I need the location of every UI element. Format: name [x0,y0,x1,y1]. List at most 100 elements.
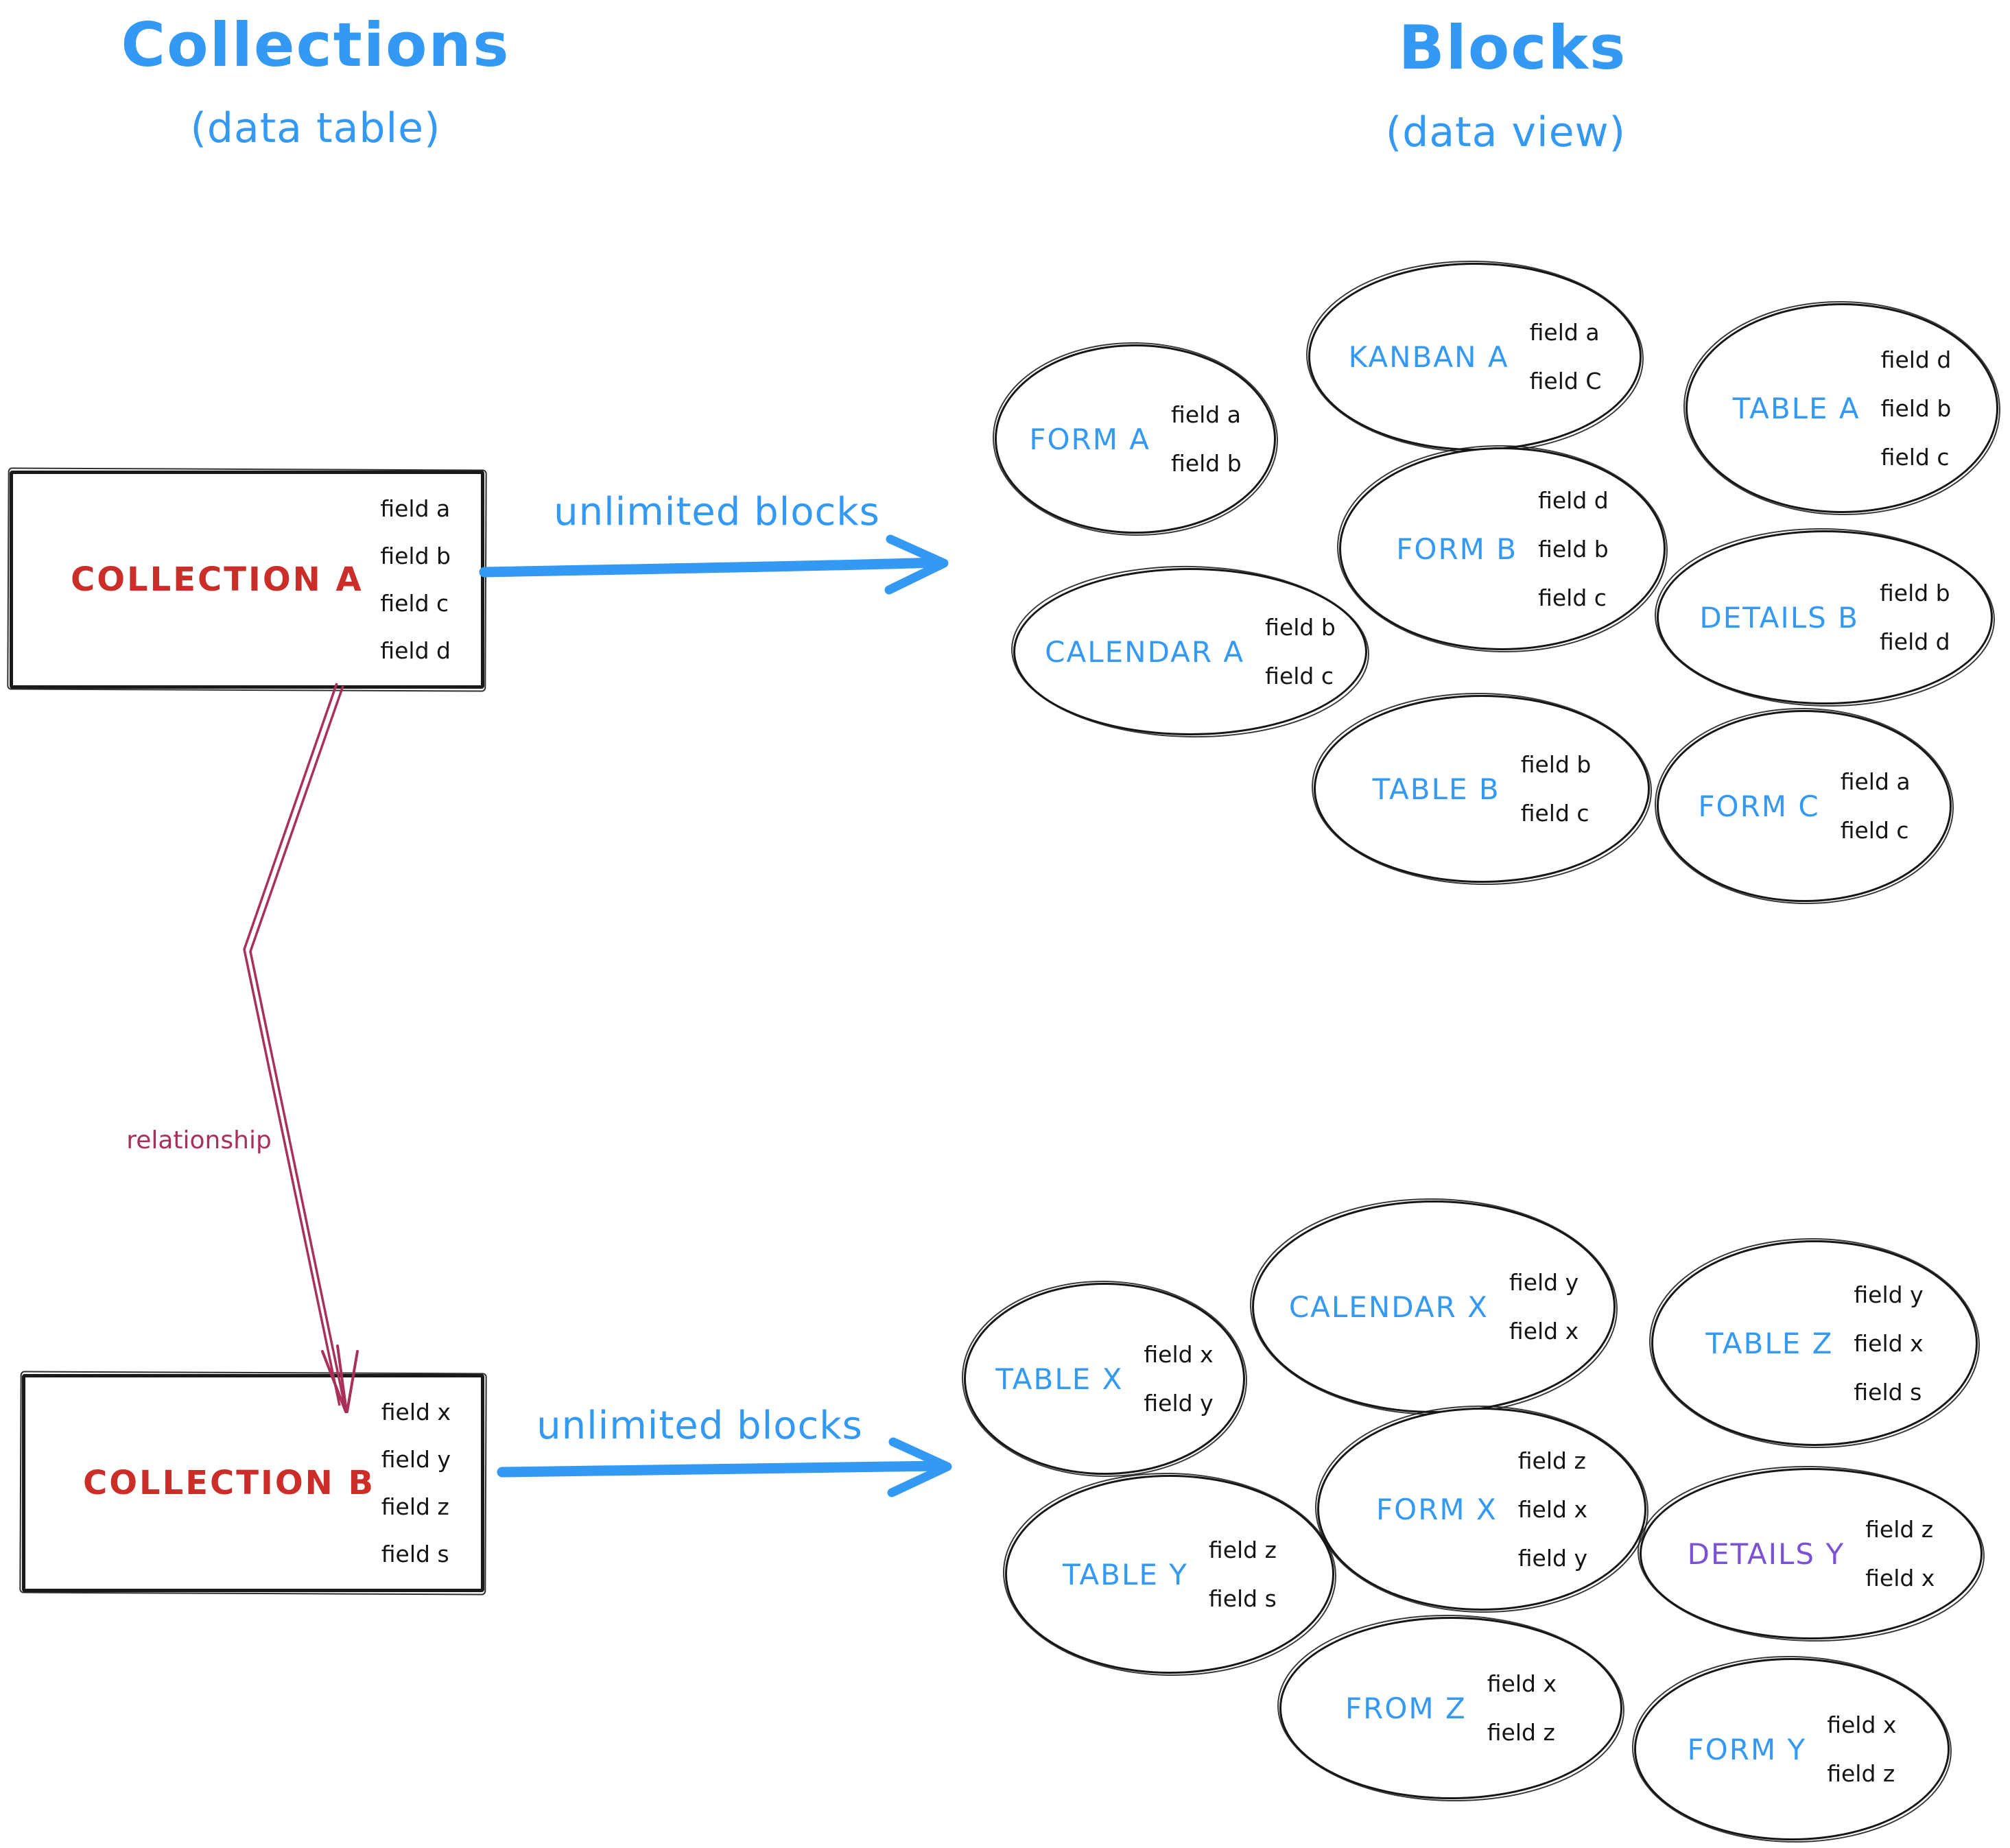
collection-field: field c [380,590,449,617]
block-field: field s [1208,1585,1277,1612]
block-field: field y [1509,1269,1579,1296]
block-label: FORM Y [1687,1732,1807,1766]
block-label: TABLE Z [1705,1326,1834,1360]
block-ellipse-from-z: FROM Z field x field z [1279,1617,1622,1799]
collection-field: field z [381,1493,449,1520]
unlimited-blocks-label-bottom: unlimited blocks [536,1403,863,1448]
block-fields: field a field c [1841,768,1911,844]
block-fields: field b field c [1521,751,1592,827]
block-field: field x [1144,1341,1214,1368]
block-field: field z [1208,1537,1277,1563]
block-ellipse-form-c: FORM C field a field c [1657,710,1952,902]
block-fields: field d field b field c [1538,487,1609,611]
block-ellipse-form-x: FORM X field z field x field y [1317,1408,1646,1611]
block-ellipse-form-b: FORM B field d field b field c [1339,447,1666,650]
block-label: DETAILS Y [1687,1537,1845,1571]
collection-a-box: COLLECTION A field a field b field c fie… [10,471,484,689]
block-fields: field z field x field y [1518,1447,1587,1572]
collection-b-box: COLLECTION B field x field y field z fie… [22,1374,484,1592]
block-field: field a [1171,401,1241,428]
block-field: field y [1517,1544,1587,1572]
block-field: field a [1529,319,1600,346]
collection-field: field d [380,637,451,664]
block-ellipse-table-z: TABLE Z field y field x field s [1651,1240,1978,1446]
unlimited-blocks-arrow-bottom [497,1437,952,1497]
block-label: FORM B [1396,532,1518,566]
block-ellipse-form-a: FORM A field a field b [995,344,1276,534]
relationship-label: relationship [126,1126,272,1154]
block-field: field a [1840,768,1911,795]
collection-field: field b [380,543,451,569]
block-fields: field b field d [1880,580,1950,655]
block-field: field y [1854,1281,1924,1308]
block-label: DETAILS B [1699,600,1859,635]
block-fields: field z field s [1209,1537,1277,1612]
block-label: TABLE Y [1063,1557,1188,1591]
block-label: KANBAN A [1348,340,1509,374]
block-ellipse-kanban-a: KANBAN A field a field C [1308,263,1642,451]
collection-field: field y [381,1446,451,1473]
block-label: CALENDAR A [1045,635,1245,669]
block-field: field C [1529,368,1602,394]
block-ellipse-calendar-a: CALENDAR A field b field c [1013,568,1367,735]
block-field: field z [1865,1516,1934,1543]
block-fields: field b field c [1265,614,1336,689]
block-fields: field y field x [1509,1269,1579,1344]
block-field: field b [1879,580,1950,606]
block-field: field x [1827,1711,1897,1738]
relationship-arrow [243,683,359,1413]
collections-column-title: Collections [121,10,510,80]
block-label: CALENDAR X [1288,1290,1489,1324]
block-field: field x [1865,1565,1935,1591]
blocks-column-subtitle: (data view) [1385,108,1627,156]
block-field: field y [1144,1390,1214,1417]
block-field: field x [1509,1318,1579,1344]
block-field: field z [1517,1447,1586,1474]
block-fields: field a field C [1530,319,1602,394]
block-field: field c [1880,443,1950,471]
block-ellipse-calendar-x: CALENDAR X field y field x [1252,1200,1616,1413]
block-field: field b [1265,614,1336,641]
collection-a-title: COLLECTION A [71,560,364,599]
collection-b-fields: field x field y field z field s [381,1399,451,1567]
collection-field: field s [381,1541,449,1567]
blocks-column-title: Blocks [1398,12,1627,83]
block-fields: field z field x [1865,1516,1935,1591]
collection-field: field a [380,495,451,522]
block-field: field c [1538,584,1607,611]
block-label: TABLE A [1732,391,1860,425]
block-fields: field x field z [1827,1711,1896,1787]
block-fields: field x field y [1144,1341,1213,1417]
block-fields: field a field b [1171,401,1242,477]
block-ellipse-form-y: FORM Y field x field z [1634,1658,1950,1840]
block-ellipse-table-b: TABLE B field b field c [1314,695,1650,883]
block-field: field b [1171,450,1242,477]
collection-b-title: COLLECTION B [83,1464,376,1502]
block-field: field z [1487,1719,1555,1746]
unlimited-blocks-label-top: unlimited blocks [554,490,880,534]
block-field: field x [1517,1495,1587,1523]
block-ellipse-details-b: DETAILS B field b field d [1657,530,1993,704]
block-field: field b [1880,394,1952,422]
block-label: FORM A [1029,422,1151,456]
block-label: FORM C [1698,789,1820,823]
block-field: field b [1538,535,1609,562]
collections-column-subtitle: (data table) [190,104,441,152]
block-ellipse-table-a: TABLE A field d field b field c [1686,303,1998,513]
block-fields: field x field z [1487,1670,1557,1746]
block-label: TABLE B [1372,772,1500,806]
collection-a-fields: field a field b field c field d [380,495,451,664]
block-field: field b [1520,751,1592,778]
block-field: field c [1520,800,1589,827]
block-field: field x [1854,1329,1924,1357]
block-field: field z [1827,1760,1895,1787]
block-label: FROM Z [1345,1691,1467,1725]
block-field: field d [1879,628,1950,655]
block-fields: field d field b field c [1881,346,1952,471]
block-field: field d [1538,486,1609,514]
collection-field: field x [381,1399,451,1425]
block-field: field x [1487,1670,1557,1697]
block-ellipse-table-y: TABLE Y field z field s [1005,1475,1334,1674]
block-label: TABLE X [995,1362,1124,1396]
